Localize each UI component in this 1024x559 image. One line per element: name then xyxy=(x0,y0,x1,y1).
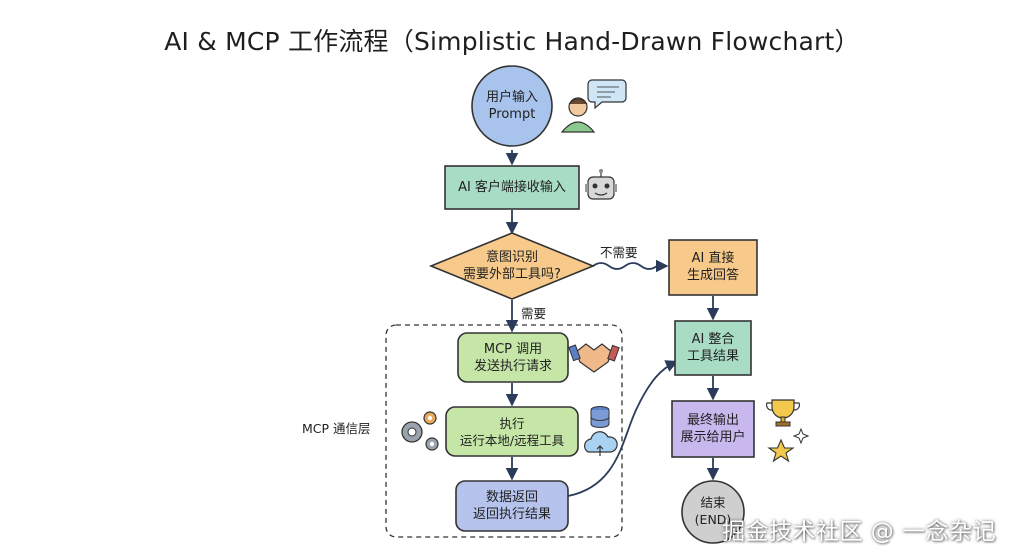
mcp-layer-label: MCP 通信层 xyxy=(302,421,371,436)
node-output-shape xyxy=(671,400,755,458)
node-client: AI 客户端接收输入 xyxy=(445,179,579,196)
node-end: 结束 (END) xyxy=(683,494,743,528)
node-direct-line2: 生成回答 xyxy=(686,268,739,283)
node-client-line1: AI 客户端接收输入 xyxy=(458,180,566,195)
node-mcp-call-line1: MCP 调用 xyxy=(483,342,543,357)
node-execute-shape xyxy=(445,406,579,457)
node-start-shape xyxy=(471,65,553,147)
node-execute: 执行 运行本地/远程工具 xyxy=(446,415,578,449)
star-icon xyxy=(767,438,795,463)
node-end-shape xyxy=(681,480,745,544)
node-integrate-shape xyxy=(674,320,752,376)
database-icon xyxy=(590,406,610,428)
edge-decision-direct xyxy=(592,259,669,273)
node-execute-line2: 运行本地/远程工具 xyxy=(459,433,565,448)
node-integrate-line1: AI 整合 xyxy=(691,332,735,347)
node-return: 数据返回 返回执行结果 xyxy=(456,489,568,523)
node-direct: AI 直接 生成回答 xyxy=(669,250,757,284)
edges xyxy=(505,150,720,497)
node-decision-line2: 需要外部工具吗? xyxy=(463,267,561,282)
node-direct-shape xyxy=(668,239,758,296)
robot-icon xyxy=(585,169,617,200)
node-integrate-line2: 工具结果 xyxy=(686,349,739,364)
trophy-icon xyxy=(765,399,801,427)
node-start-line2: Prompt xyxy=(488,107,536,122)
speech-bubble-icon xyxy=(587,79,627,110)
node-mcp-call: MCP 调用 发送执行请求 xyxy=(458,341,568,375)
node-mcp-shape xyxy=(457,332,569,383)
node-end-line1: 结束 xyxy=(700,495,726,510)
node-return-line2: 返回执行结果 xyxy=(472,507,551,522)
node-output-line1: 最终输出 xyxy=(686,413,739,428)
edge-label-no: 不需要 xyxy=(600,245,638,260)
edge-label-yes: 需要 xyxy=(521,306,547,321)
page-title: AI & MCP 工作流程（Simplistic Hand-Drawn Flow… xyxy=(164,27,860,56)
gears-icon xyxy=(401,411,439,451)
node-output: 最终输出 展示给用户 xyxy=(672,412,754,446)
handshake-icon xyxy=(568,343,620,373)
node-end-line2: (END) xyxy=(694,512,732,527)
node-decision-line1: 意图识别 xyxy=(485,250,538,265)
node-mcp-call-line2: 发送执行请求 xyxy=(473,359,552,374)
cloud-icon xyxy=(583,431,618,456)
node-direct-line1: AI 直接 xyxy=(691,251,735,266)
node-start: 用户输入 Prompt xyxy=(472,89,552,123)
watermark: 掘金技术社区 @ 一念杂记 xyxy=(722,519,997,545)
node-integrate: AI 整合 工具结果 xyxy=(675,331,751,365)
node-return-line1: 数据返回 xyxy=(485,490,538,505)
node-output-line2: 展示给用户 xyxy=(680,430,746,445)
node-return-shape xyxy=(455,480,569,532)
node-decision-shape xyxy=(428,232,596,300)
node-client-shape xyxy=(444,165,580,210)
node-decision: 意图识别 需要外部工具吗? xyxy=(452,249,572,283)
sparkle-icon xyxy=(792,427,810,445)
mcp-layer-group xyxy=(385,324,623,538)
user-icon xyxy=(560,97,596,133)
node-start-line1: 用户输入 xyxy=(485,90,538,105)
edge-return-integrate xyxy=(567,360,679,497)
node-execute-line1: 执行 xyxy=(499,416,525,431)
